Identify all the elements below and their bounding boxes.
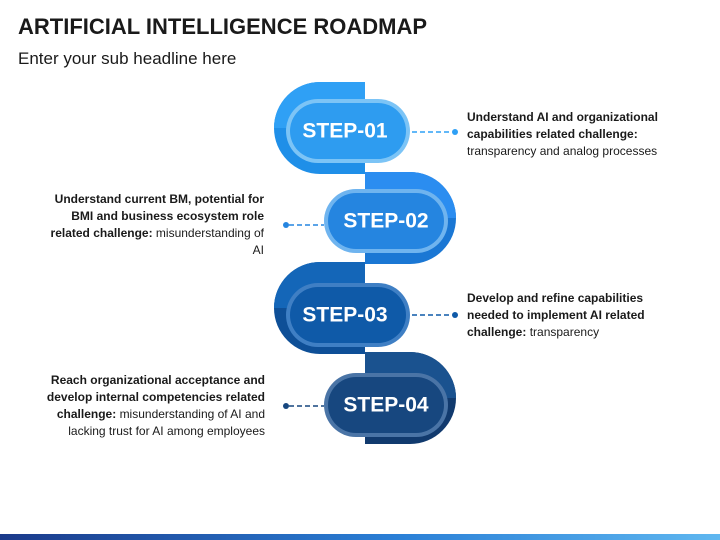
step-04-pill: STEP-04 (324, 373, 448, 437)
step-03-description: Develop and refine capabilities needed t… (467, 290, 677, 341)
step-01-description: Understand AI and organizational capabil… (467, 109, 697, 160)
step-04-connector (283, 403, 324, 409)
step-02-challenge-heading: Understand current BM, potential for BMI… (50, 192, 264, 240)
step-03-label: STEP-03 (302, 304, 387, 327)
step-03-challenge-text: transparency (529, 325, 600, 339)
footer-accent-bar (0, 534, 720, 540)
step-02-connector (283, 222, 324, 228)
step-02-label: STEP-02 (343, 210, 428, 233)
step-04-label: STEP-04 (343, 394, 429, 417)
step-02-challenge-text: misunderstanding of AI (155, 226, 264, 257)
step-03-challenge-heading: Develop and refine capabilities needed t… (467, 291, 645, 339)
page-subtitle: Enter your sub headline here (18, 49, 237, 68)
step-04-challenge-text: misunderstanding of AI and lacking trust… (68, 407, 265, 438)
step-03-pill: STEP-03 (286, 283, 410, 347)
step-01-label: STEP-01 (302, 120, 388, 143)
step-04-description: Reach organizational acceptance and deve… (30, 372, 265, 440)
step-01-connector (412, 129, 458, 135)
step-01-pill: STEP-01 (286, 99, 410, 163)
step-01-challenge-heading: Understand AI and organizational capabil… (467, 110, 658, 141)
step-02-description: Understand current BM, potential for BMI… (40, 191, 264, 259)
page-title: ARTIFICIAL INTELLIGENCE ROADMAP (18, 14, 428, 39)
step-01-challenge-text: transparency and analog processes (467, 144, 658, 158)
step-04-challenge-heading: Reach organizational acceptance and deve… (46, 373, 265, 421)
step-02-pill: STEP-02 (324, 189, 448, 253)
step-03-connector (412, 312, 458, 318)
